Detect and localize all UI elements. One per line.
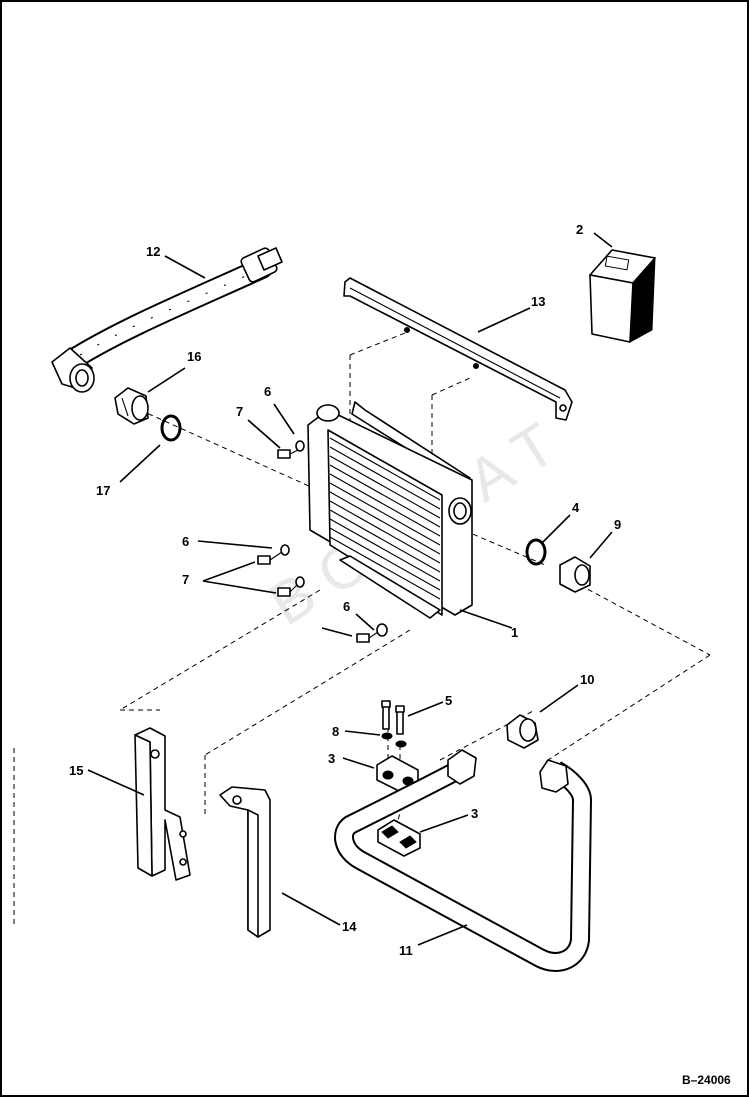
callout-12: 12 [146,244,160,259]
callout-11: 11 [399,943,413,958]
callout-3-lower: 3 [471,806,478,821]
callout-13: 13 [531,294,545,309]
part-tube [334,749,592,972]
callout-9: 9 [614,517,621,532]
callout-3-upper: 3 [328,751,335,766]
part-clamp-bolts [381,700,407,748]
part-fitting-16 [114,387,149,425]
part-decal-box [589,249,656,343]
part-bracket-14 [219,786,271,938]
part-o-ring-4 [525,538,547,566]
bolts-and-washers [257,440,388,643]
callout-14: 14 [342,919,357,934]
callout-2: 2 [576,222,583,237]
bolt-upper [277,440,305,459]
part-fitting-10 [506,714,539,749]
callout-7-top: 7 [236,404,243,419]
callout-1: 1 [511,625,518,640]
callout-4: 4 [572,500,580,515]
callout-labels: 2 12 13 16 6 7 17 4 9 6 7 6 1 10 5 8 3 1… [69,222,621,958]
part-fitting-9 [559,556,591,593]
callout-6-top: 6 [264,384,271,399]
cooler-fins [329,437,441,600]
part-clamp-lower [377,819,421,857]
bolt-mid-1 [257,544,290,565]
callout-6-low: 6 [343,599,350,614]
callout-6-mid: 6 [182,534,189,549]
callout-17: 17 [96,483,110,498]
callout-15: 15 [69,763,83,778]
callout-5: 5 [445,693,452,708]
bolt-mid-2 [277,576,305,597]
reference-code: B–24006 [682,1073,731,1087]
part-bracket-13 [343,277,573,421]
bolt-lower [356,623,388,643]
assembly-dashed-lines [13,332,711,925]
part-hose [51,247,283,393]
callout-8: 8 [332,724,339,739]
part-bracket-15 [134,727,191,881]
part-oil-cooler [307,401,473,619]
part-o-ring-17 [160,414,182,442]
callout-7-mid: 7 [182,572,189,587]
leader-lines [87,232,613,946]
callout-16: 16 [187,349,201,364]
callout-10: 10 [580,672,594,687]
